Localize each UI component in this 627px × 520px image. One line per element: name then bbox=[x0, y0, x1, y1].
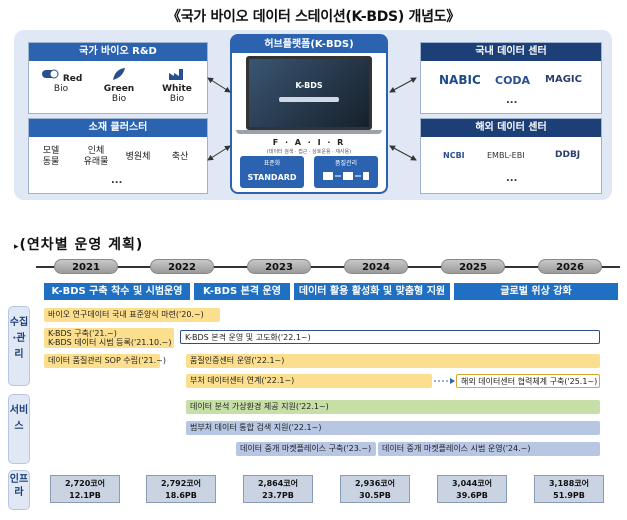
quality-box-title: 품질관리 bbox=[334, 160, 358, 167]
domestic-panel: 국내 데이터 센터 NABIC CODA MAGIC ... bbox=[420, 42, 602, 114]
hub-header: 허브플랫폼(K-BDS) bbox=[232, 36, 386, 53]
embl-ebi-logo: EMBL-EBI bbox=[487, 151, 525, 160]
side-label-service: 서비스 bbox=[8, 394, 30, 464]
fair-label: F · A · I · R bbox=[272, 138, 346, 147]
bar-ministry-link: 부처 데이터센터 연계('22.1~) bbox=[186, 374, 432, 388]
factory-icon bbox=[169, 69, 183, 80]
bar-full-operation: K-BDS 본격 운영 및 고도화('22.1~) bbox=[180, 330, 600, 344]
stage-1: K-BDS 구축 착수 및 시범운영 bbox=[44, 283, 190, 300]
bar-marketplace-pilot: 데이터 중개 마켓플레이스 시범 운영('24.~) bbox=[378, 442, 600, 456]
section-title-text: (연차별 운영 계획) bbox=[19, 237, 144, 253]
bar-virtual-analysis: 데이터 분석 가상환경 제공 지원('22.1~) bbox=[186, 400, 600, 414]
rnd-header: 국가 바이오 R&D bbox=[29, 43, 207, 61]
timeline-line bbox=[36, 266, 620, 268]
standard-box: 표준화 STANDARD bbox=[240, 156, 304, 188]
standard-box-label: STANDARD bbox=[247, 173, 297, 182]
bar-integrated-search: 범부처 데이터 통합 검색 지원('22.1~) bbox=[186, 421, 600, 435]
cluster-panel: 소재 클러스터 모델 동물 인체 유래물 병원체 축산 ... bbox=[28, 118, 208, 194]
domestic-header: 국내 데이터 센터 bbox=[421, 43, 601, 61]
green-bio-sub: Bio bbox=[111, 94, 127, 104]
red-bio-label: Red bbox=[62, 74, 83, 84]
ncbi-logo: NCBI bbox=[443, 151, 465, 160]
laptop-screen: K-BDS bbox=[246, 56, 372, 130]
screen-search-bar bbox=[279, 97, 339, 102]
left-arrows bbox=[207, 77, 231, 161]
leaf-icon bbox=[113, 68, 125, 80]
fair-sub: (데이터 검색 · 접근 · 상호운용 · 재사용) bbox=[266, 149, 352, 155]
cluster-header: 소재 클러스터 bbox=[29, 119, 207, 137]
bar-pilot-register-text: K-BDS 데이터 시범 등록('21.10.~) bbox=[48, 338, 172, 347]
overseas-more: ... bbox=[506, 173, 518, 184]
domestic-more: ... bbox=[506, 95, 518, 106]
cluster-more: ... bbox=[111, 175, 123, 186]
cluster-item-pathogen: 병원체 bbox=[125, 152, 151, 162]
laptop-base bbox=[236, 130, 382, 134]
year-2022: 2022 bbox=[150, 259, 214, 274]
side-label-infra: 인프라 bbox=[8, 470, 30, 510]
side-label-collect: 수집·관리 bbox=[8, 306, 30, 386]
year-2024: 2024 bbox=[344, 259, 408, 274]
red-bio-sub: Bio bbox=[53, 84, 69, 94]
year-2021: 2021 bbox=[54, 259, 118, 274]
coda-logo: CODA bbox=[495, 74, 531, 87]
stage-4: 글로벌 위상 강화 bbox=[454, 283, 618, 300]
page-title: 《국가 바이오 데이터 스테이션(K-BDS) 개념도》 bbox=[167, 9, 460, 25]
year-2025: 2025 bbox=[441, 259, 505, 274]
bar-kbds-build: K-BDS 구축('21.~) K-BDS 데이터 시범 등록('21.10.~… bbox=[44, 328, 174, 348]
overseas-panel: 해외 데이터 센터 NCBI EMBL-EBI DDBJ ... bbox=[420, 118, 602, 194]
section-title: ▸(연차별 운영 계획) bbox=[14, 234, 143, 254]
pill-icon bbox=[41, 69, 59, 79]
hub-panel: 허브플랫폼(K-BDS) K-BDS F · A · I · R (데이터 검색… bbox=[230, 34, 388, 194]
white-bio-sub: Bio bbox=[169, 94, 185, 104]
stage-3: 데이터 활용 활성화 및 맞춤형 지원 bbox=[294, 283, 450, 300]
bar-quality-sop: 데이터 품질관리 SOP 수립('21.~) bbox=[44, 354, 166, 368]
bullet-icon: ▸ bbox=[14, 242, 20, 252]
cluster-item-human-derived: 인체 유래물 bbox=[83, 146, 109, 167]
quality-box: 품질관리 bbox=[314, 156, 378, 188]
ddbj-logo: DDBJ bbox=[555, 150, 581, 160]
bar-standard-format: 바이오 연구데이터 국내 표준양식 마련('20.~) bbox=[44, 308, 220, 322]
green-bio-label: Green bbox=[103, 84, 135, 94]
nabic-logo: NABIC bbox=[439, 73, 481, 87]
bar-kbds-build-text: K-BDS 구축('21.~) bbox=[48, 329, 117, 338]
dashed-arrow bbox=[434, 378, 455, 384]
year-2026: 2026 bbox=[538, 259, 602, 274]
right-arrows bbox=[389, 77, 417, 161]
bar-quality-center: 품질인증센터 운영('22.1~) bbox=[186, 354, 600, 368]
cluster-item-livestock: 축산 bbox=[171, 152, 189, 162]
white-bio-label: White bbox=[162, 84, 192, 94]
quality-flow-icon bbox=[323, 172, 369, 180]
bar-marketplace-build: 데이터 중개 마켓플레이스 구축('23.~) bbox=[236, 442, 376, 456]
screen-label: K-BDS bbox=[295, 81, 323, 90]
overseas-header: 해외 데이터 센터 bbox=[421, 119, 601, 137]
bar-overseas-cooperation: 해외 데이터센터 협력체계 구축('25.1~) bbox=[456, 374, 600, 388]
magic-logo: MAGIC bbox=[545, 74, 582, 85]
year-2023: 2023 bbox=[247, 259, 311, 274]
stage-2: K-BDS 본격 운영 bbox=[194, 283, 290, 300]
standard-box-title: 표준화 bbox=[263, 160, 281, 167]
cluster-item-model-animal: 모델 동물 bbox=[42, 146, 60, 167]
